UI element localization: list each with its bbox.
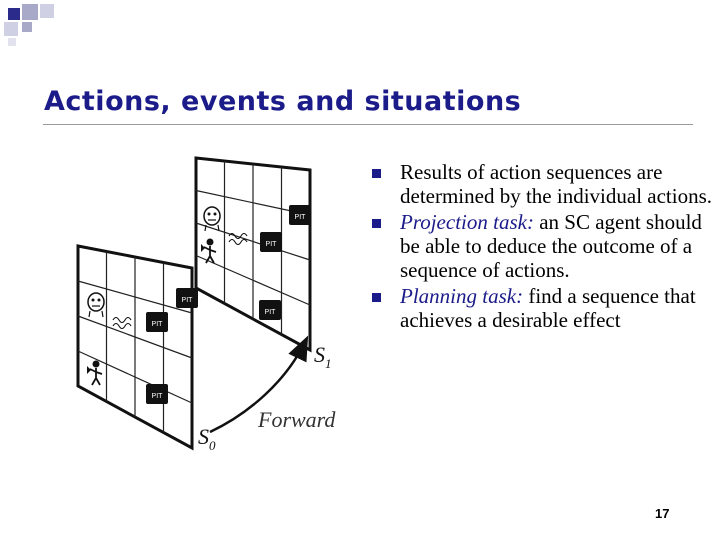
situation-grid-s0	[76, 244, 194, 451]
deco-square	[22, 4, 38, 20]
stench-icon	[112, 316, 132, 330]
svg-text:PIT: PIT	[266, 241, 278, 248]
pit-marker: PIT	[289, 205, 311, 225]
bullet-text: an SC agent should be able to deduce the…	[400, 210, 702, 282]
bullet-square-icon	[372, 293, 381, 302]
svg-text:PIT: PIT	[182, 297, 194, 304]
bullet-list: Results of action sequences are determin…	[372, 160, 712, 334]
deco-square	[22, 22, 32, 32]
deco-square	[8, 8, 20, 20]
wumpus-icon	[87, 292, 105, 318]
agent-icon	[201, 238, 217, 264]
wumpus-icon	[203, 206, 221, 232]
list-item: Planning task: find a sequence that achi…	[372, 284, 712, 332]
bullet-square-icon	[372, 219, 381, 228]
bullet-text: Results of action sequences are determin…	[400, 160, 713, 208]
stench-icon	[228, 232, 248, 246]
deco-square	[4, 22, 18, 36]
list-item: Results of action sequences are determin…	[372, 160, 712, 208]
svg-text:PIT: PIT	[265, 309, 277, 316]
svg-text:PIT: PIT	[295, 214, 307, 221]
bullet-text: find a sequence that achieves a desirabl…	[400, 284, 696, 332]
deco-square	[8, 38, 16, 46]
title-divider	[43, 124, 693, 125]
situation-grid-s1	[194, 156, 312, 353]
bullet-term: Planning task:	[400, 284, 524, 308]
forward-arrow	[209, 335, 309, 434]
bullet-square-icon	[372, 169, 381, 178]
bullet-term: Projection task:	[400, 210, 534, 234]
page-number: 17	[655, 506, 670, 521]
pit-marker: PIT	[260, 232, 282, 252]
deco-square	[40, 4, 54, 18]
pit-marker: PIT	[146, 312, 168, 332]
pit-marker: PIT	[259, 300, 281, 320]
svg-text:PIT: PIT	[152, 321, 164, 328]
page-title: Actions, events and situations	[44, 86, 522, 117]
agent-icon	[87, 360, 103, 386]
state-label-s0: S0	[198, 424, 216, 453]
pit-marker: PIT	[146, 384, 168, 404]
svg-text:PIT: PIT	[152, 393, 164, 400]
state-label-s1: S1	[314, 342, 332, 371]
arrow-label: Forward	[257, 407, 336, 432]
situation-figure: PIT PIT PIT PIT PIT PIT	[76, 156, 336, 453]
pit-marker: PIT	[176, 288, 198, 308]
list-item: Projection task: an SC agent should be a…	[372, 210, 712, 282]
